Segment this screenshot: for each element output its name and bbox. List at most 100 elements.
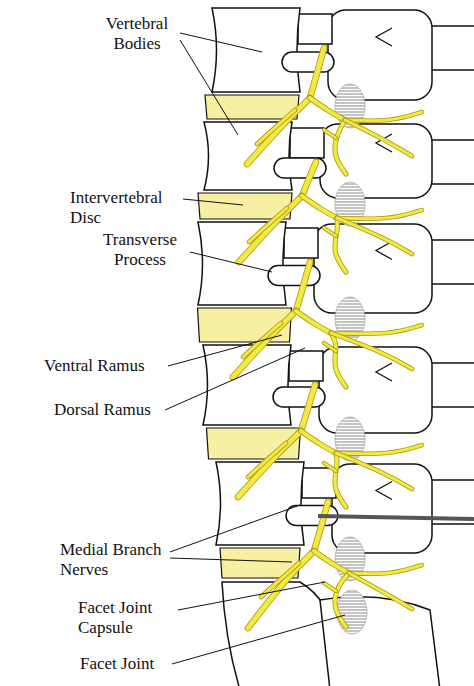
- nerve-root-outline: [302, 162, 316, 196]
- leader-line: [180, 33, 262, 52]
- intermediate-branch-outline: [336, 453, 412, 489]
- leader-line: [190, 252, 272, 272]
- nerve-root-outline: [301, 385, 315, 431]
- ventral-ramus: [247, 98, 310, 164]
- leader-line: [170, 505, 300, 552]
- nerve-group: [233, 48, 422, 628]
- medial-branch: [335, 120, 346, 174]
- chevron-mark: [376, 363, 392, 381]
- ventral-branch: [261, 563, 299, 597]
- pedicle: [284, 228, 318, 258]
- chevron-mark: [376, 28, 392, 46]
- pedicle: [289, 351, 323, 381]
- intermediate-branch: [349, 573, 412, 609]
- lamina: [314, 224, 432, 313]
- intermediate-branch: [337, 218, 412, 254]
- capsule-twig-outline: [324, 343, 336, 351]
- capsule-twig: [324, 583, 336, 591]
- lateral-branch: [345, 112, 422, 121]
- medial-branch: [335, 453, 346, 507]
- medial-branch-outline: [335, 120, 346, 174]
- intermediate-branch-outline: [345, 120, 412, 156]
- ventral-ramus: [233, 311, 296, 377]
- lateral-branch-outline: [331, 325, 422, 334]
- medial-branch-outline: [331, 333, 346, 387]
- ventral-branch: [249, 208, 287, 242]
- capsule-twig-outline: [324, 130, 336, 138]
- part-label: Intervertebral Disc: [70, 188, 184, 228]
- dorsal-ramus: [310, 98, 345, 120]
- nerve-root: [310, 48, 324, 98]
- transverse-process: [268, 266, 320, 286]
- chevron-mark: [376, 242, 392, 260]
- dorsal-ramus: [301, 431, 336, 453]
- lateral-branch-outline: [345, 112, 422, 121]
- lateral-branch-outline: [336, 445, 422, 454]
- dorsal-ramus: [296, 311, 331, 333]
- lateral-branch-outline: [349, 565, 422, 574]
- leader-lines: [165, 33, 345, 664]
- lateral-branch: [336, 445, 422, 454]
- nerve-root: [302, 162, 316, 196]
- leader-line: [170, 558, 292, 562]
- capsule-twig: [324, 343, 336, 351]
- dorsal-ramus: [302, 196, 337, 218]
- intermediate-branch-outline: [349, 573, 412, 609]
- pedicle: [302, 468, 336, 498]
- medial-branch: [335, 573, 349, 627]
- dorsal-ramus-outline: [296, 311, 331, 333]
- capsule-twig-outline: [324, 228, 336, 236]
- lateral-branch: [337, 210, 422, 219]
- chevron-mark: [376, 482, 392, 500]
- medial-branch-outline: [335, 218, 346, 272]
- part-label: Transverse Process: [88, 230, 192, 270]
- intermediate-branch-outline: [331, 333, 412, 369]
- ventral-branch-outline: [257, 110, 295, 144]
- intermediate-branch: [336, 453, 412, 489]
- nerve-root: [296, 262, 310, 311]
- leader-line: [172, 615, 345, 664]
- leader-line: [168, 335, 282, 366]
- medial-branch: [335, 218, 346, 272]
- nerve-root-outline: [310, 48, 324, 98]
- nerve-root-outline: [296, 262, 310, 311]
- intermediate-branch: [345, 120, 412, 156]
- pedicle: [298, 14, 332, 44]
- dorsal-ramus-outline: [302, 196, 337, 218]
- dorsal-ramus-outline: [314, 551, 349, 573]
- nerve-root: [314, 502, 328, 551]
- vertebral-body: [212, 8, 300, 92]
- dorsal-ramus-outline: [301, 431, 336, 453]
- nerve-root-outline: [314, 502, 328, 551]
- ventral-branch-outline: [261, 563, 299, 597]
- leader-line: [165, 348, 305, 410]
- ventral-ramus: [239, 196, 302, 262]
- transverse-process: [282, 52, 334, 72]
- dorsal-ramus: [314, 551, 349, 573]
- part-label: Dorsal Ramus: [54, 400, 174, 420]
- part-label: Facet Joint Capsule: [78, 598, 180, 638]
- lateral-branch: [331, 325, 422, 334]
- leader-line: [183, 199, 243, 205]
- ventral-branch-outline: [249, 208, 287, 242]
- part-label: Vertebral Bodies: [92, 14, 182, 54]
- leader-line: [180, 40, 238, 135]
- ventral-ramus-outline: [247, 98, 310, 164]
- intermediate-branch: [331, 333, 412, 369]
- needle: [318, 516, 474, 519]
- part-label: Facet Joint: [80, 654, 180, 674]
- capsule-twig-outline: [324, 583, 336, 591]
- nerve-root: [301, 385, 315, 431]
- capsule-twig: [324, 463, 336, 471]
- medial-branch-outline: [335, 573, 349, 627]
- ventral-ramus: [238, 431, 301, 497]
- part-label: Ventral Ramus: [44, 356, 174, 376]
- intervertebral-disc: [205, 95, 299, 119]
- capsule-twig: [324, 228, 336, 236]
- ventral-branch: [257, 110, 295, 144]
- ventral-ramus-outline: [233, 311, 296, 377]
- intermediate-branch-outline: [337, 218, 412, 254]
- lateral-branch-outline: [337, 210, 422, 219]
- ventral-ramus-outline: [248, 551, 314, 628]
- ventral-branch: [248, 443, 286, 477]
